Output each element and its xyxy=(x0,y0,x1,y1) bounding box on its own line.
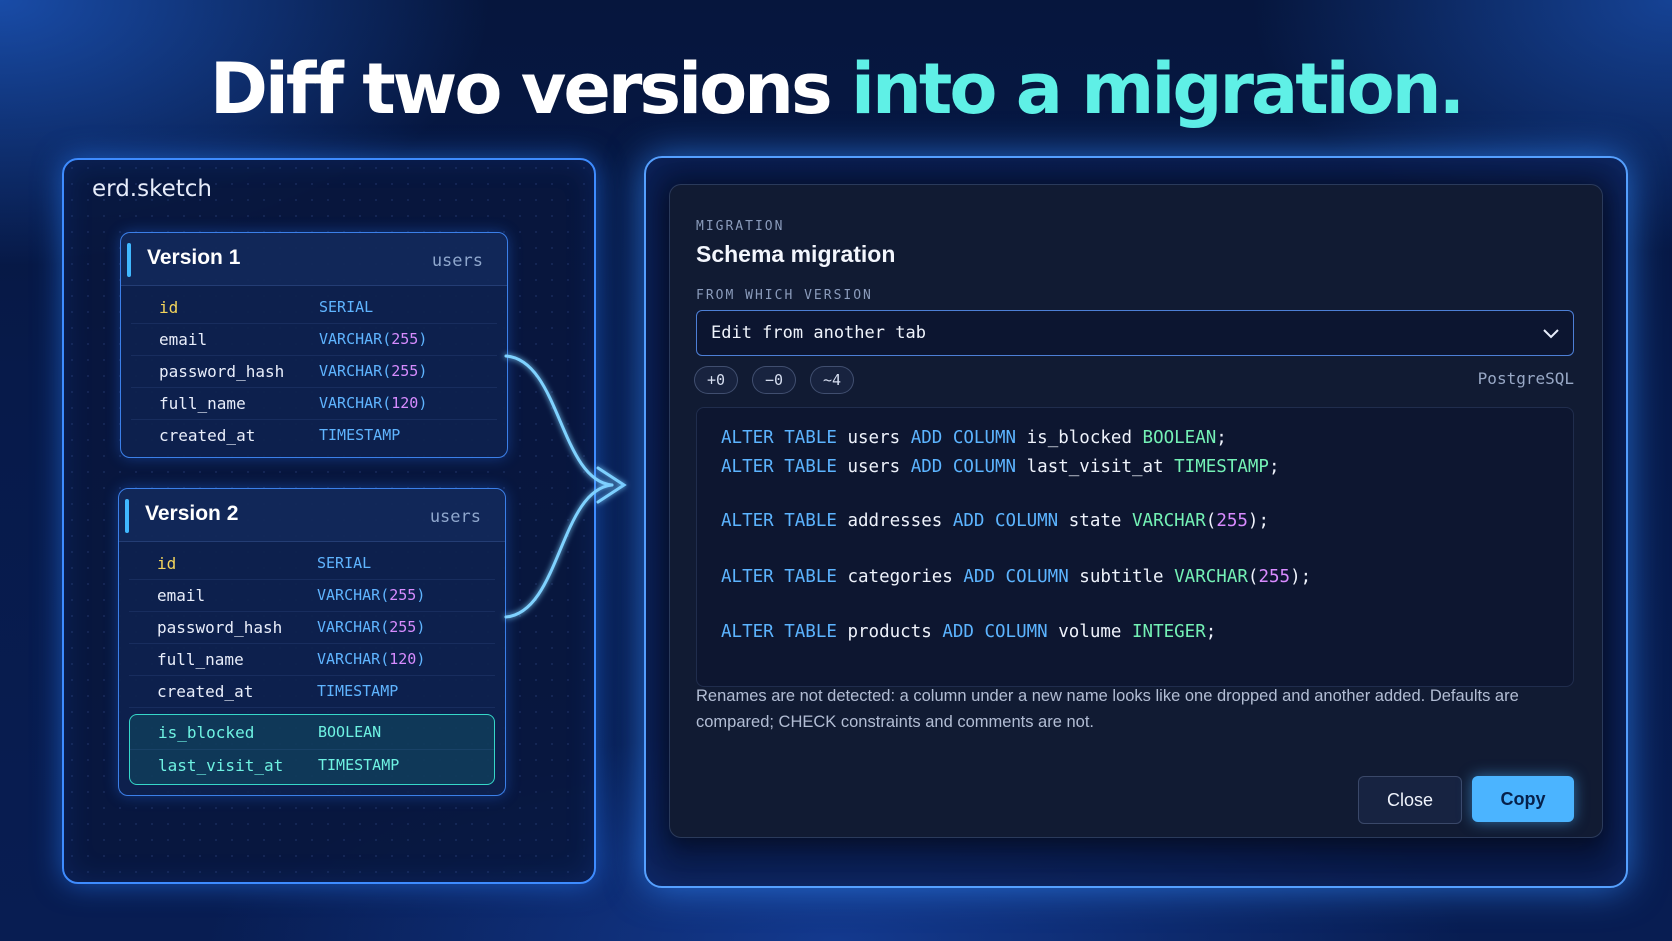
sql-line: ALTER TABLE addresses ADD COLUMN state V… xyxy=(721,511,1269,531)
sql-line: ALTER TABLE users ADD COLUMN is_blocked … xyxy=(721,428,1227,448)
version-1-columns: id SERIAL email VARCHAR(255) password_ha… xyxy=(121,286,507,457)
column-name: id xyxy=(157,554,177,573)
column-name: is_blocked xyxy=(158,723,255,742)
version-2-header: Version 2 users xyxy=(119,489,505,542)
removed-count-chip: −0 xyxy=(752,366,797,394)
version-2-table-name: users xyxy=(429,507,481,527)
column-name: password_hash xyxy=(159,362,285,381)
column-name: password_hash xyxy=(157,618,283,637)
table-row[interactable]: id SERIAL xyxy=(129,548,495,580)
table-row[interactable]: full_name VARCHAR(120) xyxy=(129,644,495,676)
sql-code-block[interactable]: ALTER TABLE users ADD COLUMN is_blocked … xyxy=(696,407,1574,687)
table-row[interactable]: id SERIAL xyxy=(131,292,497,324)
column-name: email xyxy=(159,330,208,349)
version-2-title: Version 2 xyxy=(145,502,239,525)
dialog-title: Schema migration xyxy=(696,241,896,267)
copy-button[interactable]: Copy xyxy=(1472,776,1574,822)
version-1-accent-bar xyxy=(127,243,131,277)
table-row[interactable]: full_name VARCHAR(120) xyxy=(131,388,497,420)
version-1-table-name: users xyxy=(431,251,483,271)
table-row[interactable]: created_at TIMESTAMP xyxy=(129,676,495,708)
version-select[interactable]: Edit from another tab xyxy=(696,310,1574,356)
version-1-card[interactable]: Version 1 users id SERIAL email VARCHAR(… xyxy=(120,232,508,458)
app-title: erd.sketch xyxy=(92,176,212,202)
column-name: full_name xyxy=(159,394,246,413)
column-type: BOOLEAN xyxy=(318,723,382,741)
dialog-kicker: MIGRATION xyxy=(696,219,785,234)
version-2-accent-bar xyxy=(125,499,129,533)
version-1-title: Version 1 xyxy=(147,246,241,269)
sql-line: ALTER TABLE categories ADD COLUMN subtit… xyxy=(721,567,1312,587)
version-2-columns: id SERIAL email VARCHAR(255) password_ha… xyxy=(119,542,505,795)
column-type: VARCHAR(255) xyxy=(319,362,428,380)
column-type: SERIAL xyxy=(319,298,374,316)
column-name: created_at xyxy=(159,426,256,445)
column-type: TIMESTAMP xyxy=(319,426,401,444)
version-2-card[interactable]: Version 2 users id SERIAL email VARCHAR(… xyxy=(118,488,506,796)
sql-line: ALTER TABLE products ADD COLUMN volume I… xyxy=(721,622,1217,642)
column-type: SERIAL xyxy=(317,554,372,572)
migration-dialog: MIGRATION Schema migration FROM WHICH VE… xyxy=(669,184,1603,838)
added-table-row[interactable]: last_visit_at TIMESTAMP xyxy=(130,750,494,782)
column-type: VARCHAR(255) xyxy=(319,330,428,348)
column-name: full_name xyxy=(157,650,244,669)
table-row[interactable]: password_hash VARCHAR(255) xyxy=(129,612,495,644)
headline-part-1: Diff two versions xyxy=(209,48,833,130)
column-type: TIMESTAMP xyxy=(318,756,400,774)
column-type: VARCHAR(120) xyxy=(319,394,428,412)
column-type: VARCHAR(255) xyxy=(317,618,426,636)
sql-line: ALTER TABLE users ADD COLUMN last_visit_… xyxy=(721,457,1280,477)
version-select-label: FROM WHICH VERSION xyxy=(696,288,873,303)
headline: Diff two versions into a migration. xyxy=(0,48,1672,130)
column-name: email xyxy=(157,586,206,605)
headline-part-2: into a migration. xyxy=(851,48,1465,130)
close-button[interactable]: Close xyxy=(1358,776,1462,824)
chevron-down-icon xyxy=(1543,329,1559,339)
table-row[interactable]: email VARCHAR(255) xyxy=(131,324,497,356)
column-name: id xyxy=(159,298,179,317)
table-row[interactable]: created_at TIMESTAMP xyxy=(131,420,497,451)
table-row[interactable]: password_hash VARCHAR(255) xyxy=(131,356,497,388)
column-type: VARCHAR(120) xyxy=(317,650,426,668)
sql-dialect: PostgreSQL xyxy=(1477,369,1574,388)
diff-limitations-note: Renames are not detected: a column under… xyxy=(696,687,1519,731)
added-count-chip: +0 xyxy=(694,366,739,394)
column-name: last_visit_at xyxy=(158,756,284,775)
column-type: VARCHAR(255) xyxy=(317,586,426,604)
changed-count-chip: ~4 xyxy=(810,366,855,394)
version-select-value: Edit from another tab xyxy=(711,323,926,343)
added-columns-group: is_blocked BOOLEAN last_visit_at TIMESTA… xyxy=(129,714,495,785)
version-1-header: Version 1 users xyxy=(121,233,507,286)
added-table-row[interactable]: is_blocked BOOLEAN xyxy=(130,717,494,750)
table-row[interactable]: email VARCHAR(255) xyxy=(129,580,495,612)
column-name: created_at xyxy=(157,682,254,701)
column-type: TIMESTAMP xyxy=(317,682,399,700)
